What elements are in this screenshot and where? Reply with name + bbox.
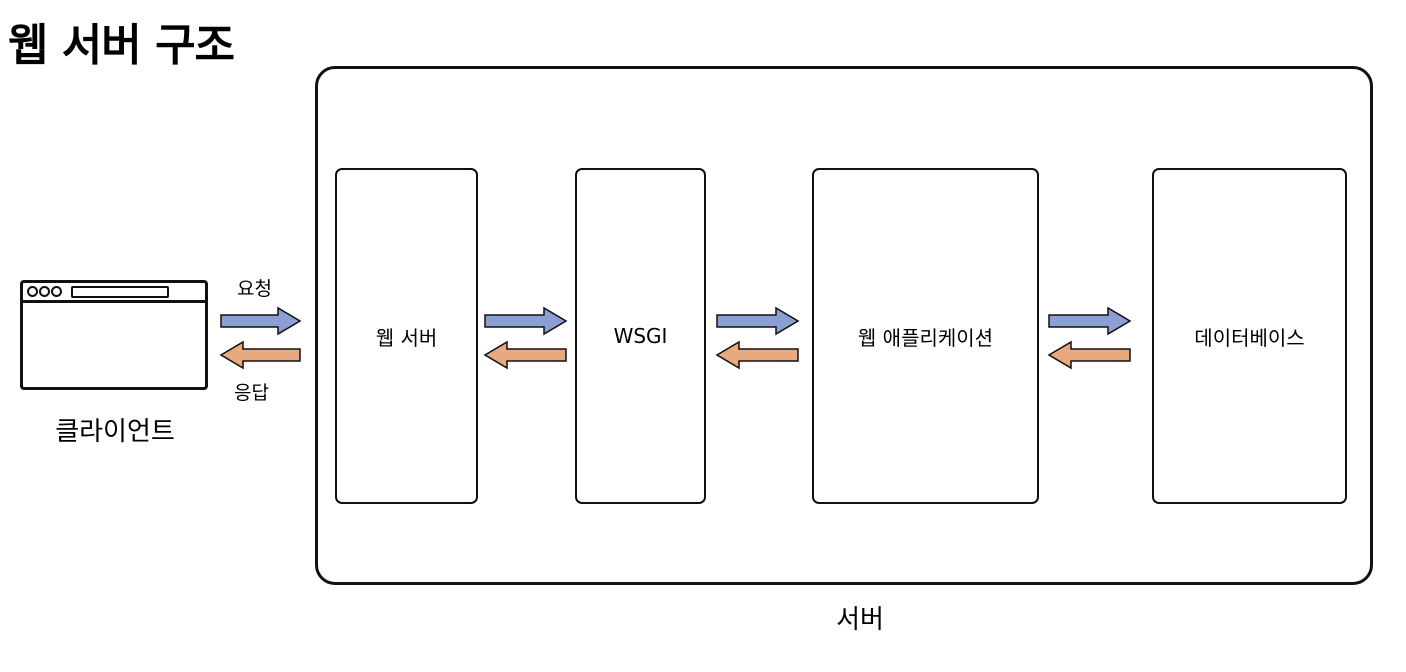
page-title: 웹 서버 구조 <box>8 20 235 71</box>
browser-dot-icon <box>39 286 50 297</box>
request-label: 요청 <box>237 278 272 300</box>
server-container <box>315 66 1373 585</box>
browser-dot-icon <box>51 286 62 297</box>
response-arrow-icon <box>219 340 301 370</box>
response-label: 응답 <box>234 382 269 404</box>
request-arrow-icon <box>1048 306 1132 336</box>
client-label: 클라이언트 <box>55 417 175 447</box>
request-arrow-icon <box>716 306 800 336</box>
browser-window-icon <box>20 280 208 390</box>
database-label: 데이터베이스 <box>1194 325 1305 350</box>
wsgi-label: WSGI <box>613 324 668 348</box>
wsgi-box: WSGI <box>575 168 706 504</box>
browser-title-bar <box>23 283 205 303</box>
request-arrow-icon <box>484 306 568 336</box>
web-application-box: 웹 애플리케이션 <box>812 168 1039 504</box>
request-arrow-icon <box>220 306 302 336</box>
server-label: 서버 <box>836 605 884 635</box>
response-arrow-icon <box>715 340 799 370</box>
browser-dot-icon <box>27 286 38 297</box>
browser-address-bar <box>71 286 169 298</box>
database-box: 데이터베이스 <box>1152 168 1347 504</box>
web-server-label: 웹 서버 <box>375 325 438 350</box>
web-server-box: 웹 서버 <box>335 168 478 504</box>
web-application-label: 웹 애플리케이션 <box>857 325 994 350</box>
response-arrow-icon <box>1047 340 1131 370</box>
response-arrow-icon <box>483 340 567 370</box>
